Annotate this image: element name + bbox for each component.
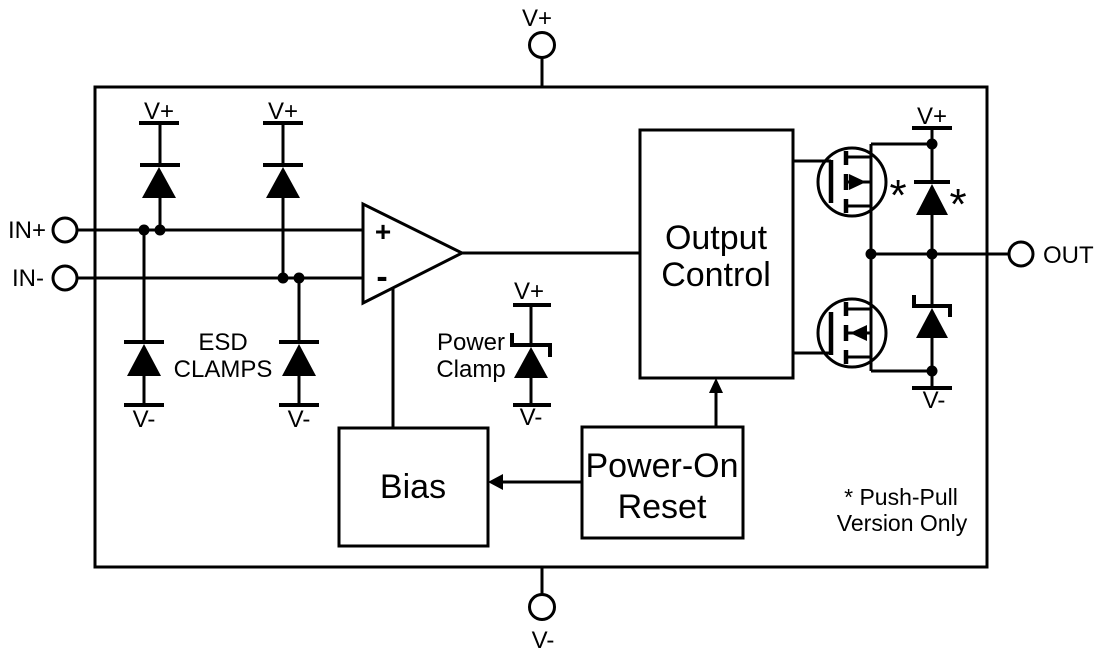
junction-dot	[138, 224, 150, 236]
top-supply-terminal: V+	[522, 5, 556, 87]
diode-triangle	[127, 344, 161, 376]
output-clamp-rail: V+ V-	[912, 103, 952, 414]
bias-box	[337, 426, 490, 548]
out-pin-circle	[1007, 240, 1035, 268]
junction-dot	[154, 224, 166, 236]
junction-dots	[138, 138, 938, 377]
esd-diode-inplus-to-vplus: V+	[139, 98, 180, 230]
bottom-supply-terminal: V-	[528, 567, 556, 654]
esd2-top-rail-label: V+	[268, 98, 298, 125]
in-minus-label: IN-	[12, 265, 44, 292]
power-clamp-caption-line1: Power	[437, 329, 505, 356]
zener-triangle	[514, 347, 548, 378]
power-on-reset-block: Power-On Reset	[580, 425, 745, 540]
por-label-line2: Reset	[618, 488, 707, 526]
esd1-bottom-rail-label: V-	[133, 406, 156, 433]
bias-block: Bias	[337, 426, 490, 548]
comparator-minus-sign: -	[376, 258, 387, 296]
comparator-plus-sign: +	[375, 216, 391, 247]
junction-dot	[926, 248, 938, 260]
pmos-high-side-transistor	[793, 146, 888, 218]
diode-triangle	[266, 167, 300, 198]
comparator-triangle	[361, 201, 466, 306]
nmos-arrow	[850, 325, 867, 341]
por-box	[580, 425, 745, 540]
in-minus-terminal: IN-	[12, 264, 363, 292]
esd1-top-rail-label: V+	[144, 98, 174, 125]
mosfet-asterisk: *	[889, 171, 906, 220]
junction-dot	[926, 138, 938, 150]
por-to-bias-arrow	[488, 474, 582, 490]
esd-diode-vminus-to-inplus: V-	[124, 230, 164, 433]
esd-diode-inminus-to-vplus: V+	[263, 98, 303, 278]
chip-boundary-box	[93, 85, 989, 569]
output-control-box	[638, 128, 795, 380]
push-pull-note-line1: * Push-Pull	[844, 484, 958, 510]
esd-diode-vminus-to-inminus: V-	[279, 278, 319, 433]
output-stage-bottom-rail-label: V-	[923, 387, 946, 414]
output-control-label-line1: Output	[665, 219, 768, 257]
top-supply-label: V+	[522, 5, 552, 32]
bias-label: Bias	[380, 468, 446, 506]
diode-triangle	[282, 344, 316, 376]
in-minus-pin-circle	[51, 264, 79, 292]
esd2-bottom-rail-label: V-	[288, 406, 311, 433]
junction-dot	[293, 272, 305, 284]
power-clamp-caption-line2: Clamp	[436, 356, 505, 383]
out-label: OUT	[1043, 242, 1094, 269]
diode-triangle	[142, 167, 176, 198]
power-clamp-bottom-rail-label: V-	[520, 404, 543, 431]
junction-dot	[865, 248, 877, 260]
output-control-label-line2: Control	[661, 256, 771, 294]
por-to-output-control-arrow	[709, 378, 723, 427]
in-plus-label: IN+	[8, 217, 46, 244]
por-label-line1: Power-On	[585, 447, 738, 485]
arrowhead-up	[709, 378, 723, 393]
out-terminal: OUT	[1007, 240, 1094, 269]
bottom-supply-pin-circle	[528, 593, 556, 621]
top-supply-pin-circle	[528, 31, 556, 59]
comparator-symbol: + -	[361, 201, 640, 428]
pmos-arrow	[849, 174, 866, 190]
mosfet-circle	[816, 146, 888, 218]
mosfet-circle	[816, 297, 888, 369]
zener-cathode-bar	[510, 333, 552, 357]
arrowhead-left	[488, 474, 503, 490]
output-stage-top-rail-label: V+	[917, 103, 947, 130]
output-control-block: Output Control	[638, 128, 795, 380]
output-zener-triangle	[916, 308, 948, 338]
esd-clamps-caption-line2: CLAMPS	[174, 356, 273, 383]
in-plus-terminal: IN+	[8, 216, 363, 244]
power-clamp-top-rail-label: V+	[514, 278, 544, 305]
push-pull-note-line2: Version Only	[837, 510, 968, 536]
power-clamp-zener: V+ V-	[510, 278, 552, 431]
junction-dot	[926, 365, 938, 377]
in-plus-pin-circle	[51, 216, 79, 244]
nmos-low-side-transistor	[793, 297, 888, 369]
diode-asterisk: *	[949, 180, 966, 229]
zener-cathode-bar	[912, 295, 952, 317]
bottom-supply-label: V-	[532, 627, 555, 654]
boost-diode-triangle	[916, 184, 948, 215]
esd-clamps-caption-line1: ESD	[198, 329, 247, 356]
junction-dot	[277, 272, 289, 284]
